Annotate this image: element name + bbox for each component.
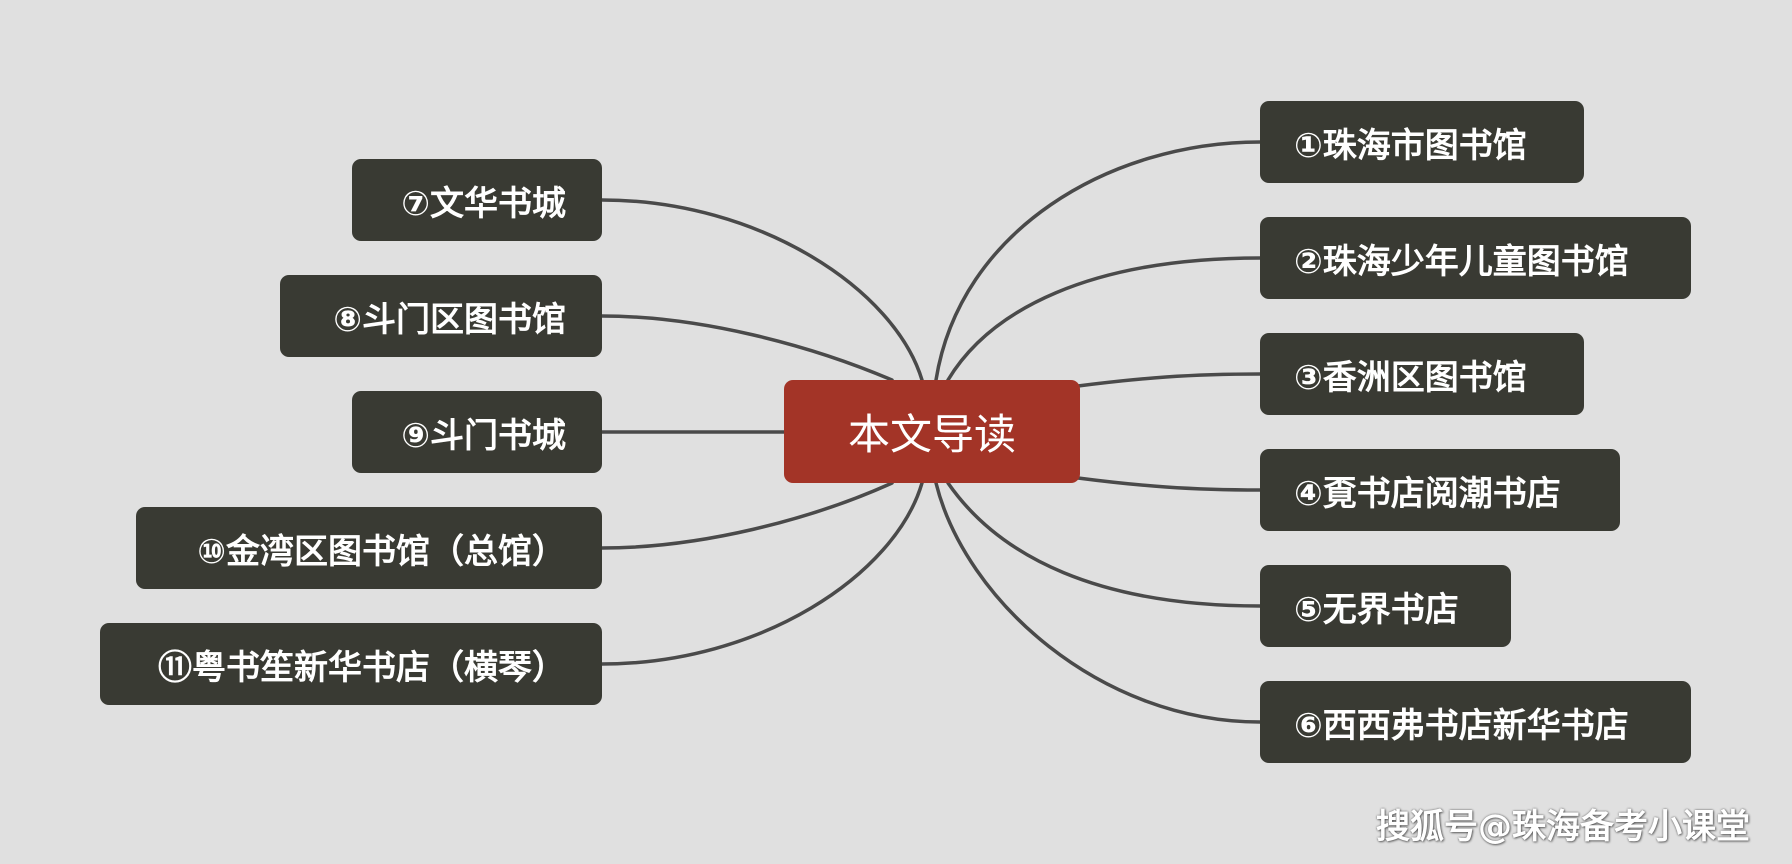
connector-10 (600, 481, 894, 550)
branch-jinwan-library[interactable]: ⑩金湾区图书馆（总馆） (136, 507, 602, 589)
branch-doumen-library[interactable]: ⑧斗门区图书馆 (280, 275, 602, 357)
branch-yueshusheng-xinhua-bookstore[interactable]: ⑪粤书笙新华书店（横琴） (100, 623, 602, 705)
branch-sisyphe-xinhua-bookstore[interactable]: ⑥西西弗书店新华书店 (1260, 681, 1691, 763)
branch-wenhua-book-city[interactable]: ⑦文华书城 (352, 159, 602, 241)
branch-doumen-book-city[interactable]: ⑨斗门书城 (352, 391, 602, 473)
connector-1 (934, 140, 1262, 382)
watermark-text: 搜狐号@珠海备考小课堂 (1376, 807, 1750, 847)
connector-3 (1076, 372, 1262, 388)
connector-6 (934, 481, 1262, 724)
central-topic[interactable]: 本文导读 (784, 380, 1080, 483)
branch-zhuhai-library[interactable]: ①珠海市图书馆 (1260, 101, 1584, 183)
branch-wujie-bookstore[interactable]: ⑤无界书店 (1260, 565, 1511, 647)
connector-2 (946, 256, 1262, 382)
branch-zhuhai-children-library[interactable]: ②珠海少年儿童图书馆 (1260, 217, 1691, 299)
connector-7 (600, 198, 924, 382)
branch-xiangzhou-library[interactable]: ③香洲区图书馆 (1260, 333, 1584, 415)
connector-8 (600, 314, 894, 382)
connector-4 (1076, 476, 1262, 492)
connector-11 (600, 481, 924, 666)
branch-mi-bookstore[interactable]: ④覔书店阅潮书店 (1260, 449, 1620, 531)
connector-5 (946, 481, 1262, 608)
